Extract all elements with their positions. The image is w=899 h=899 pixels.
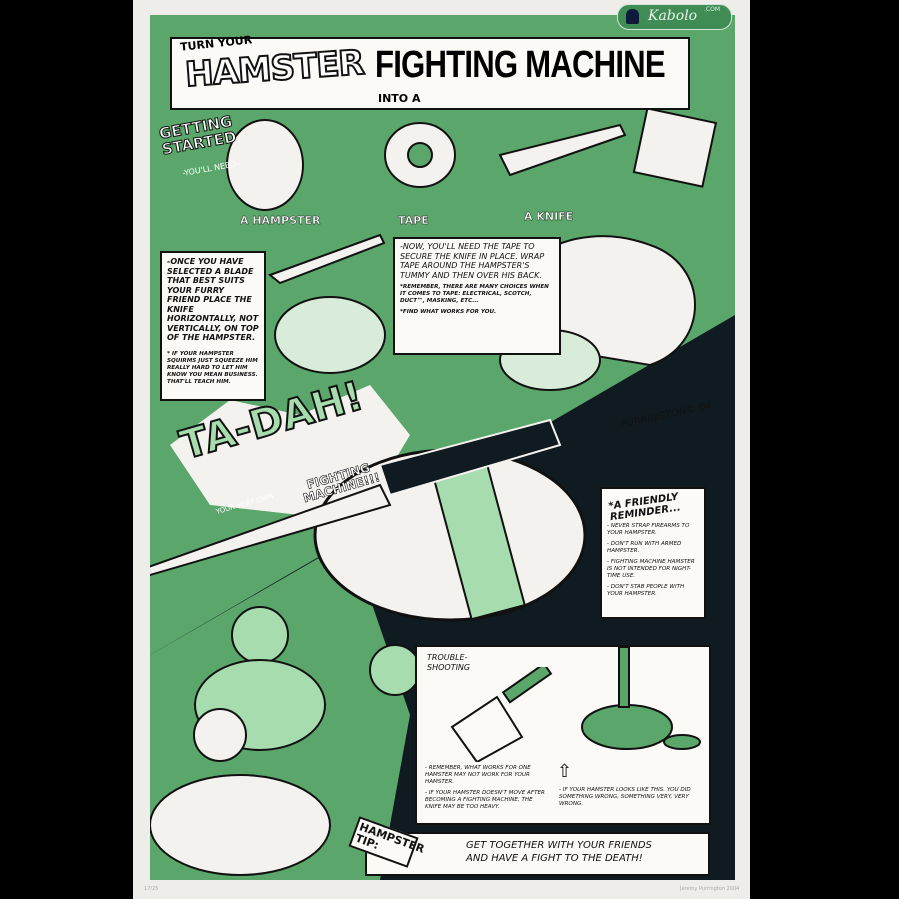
reminder-title: *A FRIENDLY REMINDER... [607, 491, 682, 524]
troubleshooting-note: - REMEMBER, WHAT WORKS FOR ONE HAMSTER M… [425, 765, 531, 785]
step2-box: -NOW, YOU'LL NEED THE TAPE TO SECURE THE… [393, 237, 561, 355]
kabolo-watermark[interactable]: Kabolo .COM [617, 4, 732, 30]
step1-box: -ONCE YOU HAVE SELECTED A BLADE THAT BES… [160, 251, 266, 401]
step2-text: -NOW, YOU'LL NEED THE TAPE TO SECURE THE… [400, 242, 545, 280]
hamster-illustration [226, 119, 304, 211]
edition-number: 17/25 [144, 886, 159, 892]
hamster-step1 [274, 296, 386, 374]
hampster-tip-box [365, 832, 710, 876]
watermark-suffix: .COM [704, 6, 720, 13]
title-into-a: INTO A [378, 92, 421, 105]
step2-note-choices: *REMEMBER, THERE ARE MANY CHOICES WHEN I… [400, 284, 549, 304]
tape-hole [407, 142, 433, 168]
step1-instructions-end: ON TOP OF THE HAMPSTER. [167, 323, 259, 343]
friend-head [369, 644, 421, 696]
friends-illustration [231, 606, 289, 664]
watermark-brand: Kabolo [648, 8, 698, 24]
troubleshooting-right-note: - IF YOUR HAMSTER LOOKS LIKE THIS. YOU D… [559, 787, 691, 807]
cleaver-illustration [450, 667, 553, 762]
tip-text: GET TOGETHER WITH YOUR FRIENDS AND HAVE … [466, 839, 652, 865]
knife-step1 [267, 233, 386, 285]
friendly-reminder-box: *A FRIENDLY REMINDER... - NEVER STRAP FI… [600, 487, 706, 619]
step1-instructions: YOU HAVE SELECTED A BLADE THAT BEST SUIT… [167, 257, 254, 323]
friend-head [193, 708, 247, 762]
tip-line-2: AND HAVE A FIGHT TO THE DEATH! [466, 853, 643, 864]
step1-note: * IF YOUR HAMPSTER SQUIRMS JUST SQUEEZE … [167, 350, 258, 385]
tip-line-1: GET TOGETHER WITH YOUR FRIENDS [466, 840, 652, 851]
step1-text: -ONCE YOU HAVE SELECTED A BLADE THAT BES… [167, 257, 259, 343]
item-label-knife: A KNIFE [524, 210, 574, 223]
reminder-item: - DON'T STAB PEOPLE WITH YOUR HAMPSTER. [607, 584, 685, 597]
troubleshooting-note: - IF YOUR HAMSTER DOESN'T MOVE AFTER BEC… [425, 790, 545, 810]
artist-margin-signature: Jeremy Purrington 2004 [680, 886, 740, 892]
stabbed-hamster-illustration [581, 647, 701, 750]
item-label-tape: TAPE [398, 214, 429, 227]
step1-lead: -ONCE [167, 257, 196, 266]
troubleshooting-box: TROUBLE-SHOOTING - REMEMBER, WHAT WORKS … [415, 645, 711, 825]
troubleshooting-title: TROUBLE-SHOOTING [427, 653, 471, 672]
big-knife [150, 483, 392, 577]
knife-handle [378, 418, 562, 497]
title-fighting-machine: FIGHTING MACHINE [375, 44, 666, 86]
troubleshooting-left-notes: - REMEMBER, WHAT WORKS FOR ONE HAMSTER M… [425, 765, 550, 815]
glue-note-illustration [632, 107, 718, 188]
poster-artwork [150, 15, 735, 880]
title-box [170, 37, 690, 110]
step1-emphasis: NOT VERTICALLY, [167, 314, 259, 333]
step2-note-find: *FIND WHAT WORKS FOR YOU. [400, 309, 497, 315]
friend-body [150, 774, 331, 876]
item-label-hamster: A HAMPSTER [240, 214, 321, 227]
knife-illustration [498, 123, 627, 177]
mascot-icon [626, 9, 639, 24]
reminder-item: - NEVER STRAP FIREARMS TO YOUR HAMPSTER. [607, 523, 690, 536]
reminder-item: - DON'T RUN WITH ARMED HAMPSTER. [607, 541, 682, 554]
up-arrow-icon: ⇧ [557, 761, 573, 782]
reminder-item: - FIGHTING MACHINE HAMSTER IS NOT INTEND… [607, 559, 695, 579]
